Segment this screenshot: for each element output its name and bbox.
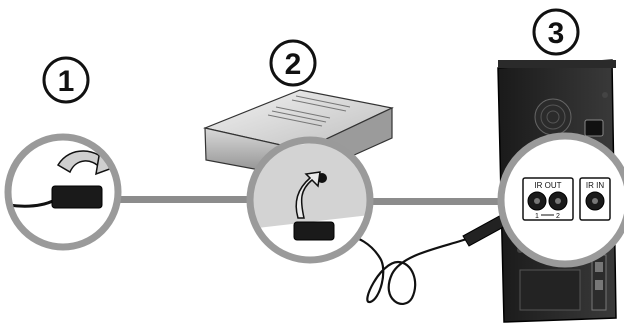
step-number-3: 3 (548, 17, 565, 50)
connector-line-2-3 (368, 198, 506, 205)
callout-2 (246, 136, 374, 264)
callout-ring-1 (4, 133, 122, 251)
ir-out-panel (522, 177, 574, 221)
ir-emitter (51, 185, 103, 209)
connector-line-1-2 (116, 196, 254, 203)
ir-in-panel (579, 177, 611, 221)
step-badge-1: 1 (42, 56, 90, 104)
callout-1 (4, 133, 122, 251)
connector-lines (116, 196, 506, 205)
ir-emitter-placed (293, 221, 335, 241)
attach-arrow-icon (295, 171, 321, 219)
ir-out-port-2-label: 2 (556, 213, 560, 220)
ir-out-label: IR OUT (534, 181, 561, 190)
step-number-2: 2 (285, 48, 302, 81)
ir-in-label: IR IN (586, 181, 604, 190)
callout-ring-2 (246, 136, 374, 264)
step-number-1: 1 (58, 65, 75, 98)
callout-ring-3 (497, 132, 624, 268)
ir-out-port-1-label: 1 (535, 213, 539, 220)
step-badge-2: 2 (269, 39, 317, 87)
step-badge-3: 3 (532, 8, 580, 56)
callout-3: IR OUT 1 2 IR IN (497, 132, 624, 268)
